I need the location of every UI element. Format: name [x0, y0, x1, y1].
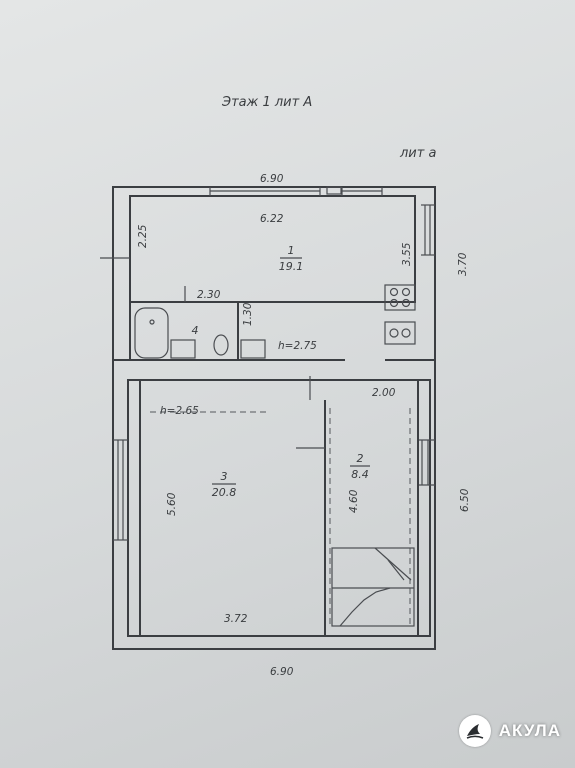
dim-bottom-outer: 6.90	[270, 666, 294, 678]
room-2-label: 2 8.4	[350, 452, 370, 481]
ceiling-height-upper: h=2.75	[278, 340, 317, 352]
svg-text:19.1: 19.1	[279, 260, 304, 273]
dim-bath-height: 1.30	[242, 302, 254, 326]
left-windows	[100, 257, 130, 541]
annex-label: лит а	[399, 146, 436, 161]
outer-walls	[112, 186, 436, 650]
dim-top-outer: 6.90	[260, 173, 284, 185]
dim-right-upper-inner: 3.55	[401, 242, 413, 266]
brand-name: АКУЛА	[498, 721, 561, 740]
room-1-label: 1 19.1	[279, 244, 304, 273]
dim-room2-height: 4.60	[348, 489, 360, 513]
room-4-label: 4	[192, 324, 199, 337]
dim-bath-width: 2.30	[197, 289, 221, 301]
middle-partition	[113, 359, 435, 636]
svg-text:8.4: 8.4	[351, 468, 369, 481]
staircase	[331, 547, 415, 627]
dim-right-upper-outer: 3.70	[457, 252, 469, 276]
svg-text:3: 3	[221, 470, 228, 483]
top-windows	[209, 186, 383, 196]
dim-room3-height: 5.60	[166, 492, 178, 516]
dashed-lines	[150, 408, 411, 625]
dim-room3-width: 3.72	[224, 613, 248, 625]
kitchen-stove	[384, 284, 416, 345]
svg-text:4: 4	[192, 324, 199, 337]
dim-left-upper: 2.25	[137, 224, 149, 248]
dim-room2-width: 2.00	[372, 387, 396, 399]
shark-logo-icon	[458, 715, 491, 747]
dim-top-inner: 6.22	[260, 213, 284, 225]
dim-right-lower-outer: 6.50	[459, 488, 471, 512]
room-3-label: 3 20.8	[212, 470, 237, 499]
plan-title: Этаж 1 лит А	[221, 95, 312, 110]
brand-watermark: АКУЛА	[458, 714, 561, 748]
svg-text:2: 2	[357, 452, 364, 465]
svg-text:20.8: 20.8	[212, 486, 237, 499]
right-windows	[417, 204, 435, 486]
ceiling-height-lower: h=2.65	[160, 405, 199, 417]
svg-text:1: 1	[288, 244, 295, 257]
